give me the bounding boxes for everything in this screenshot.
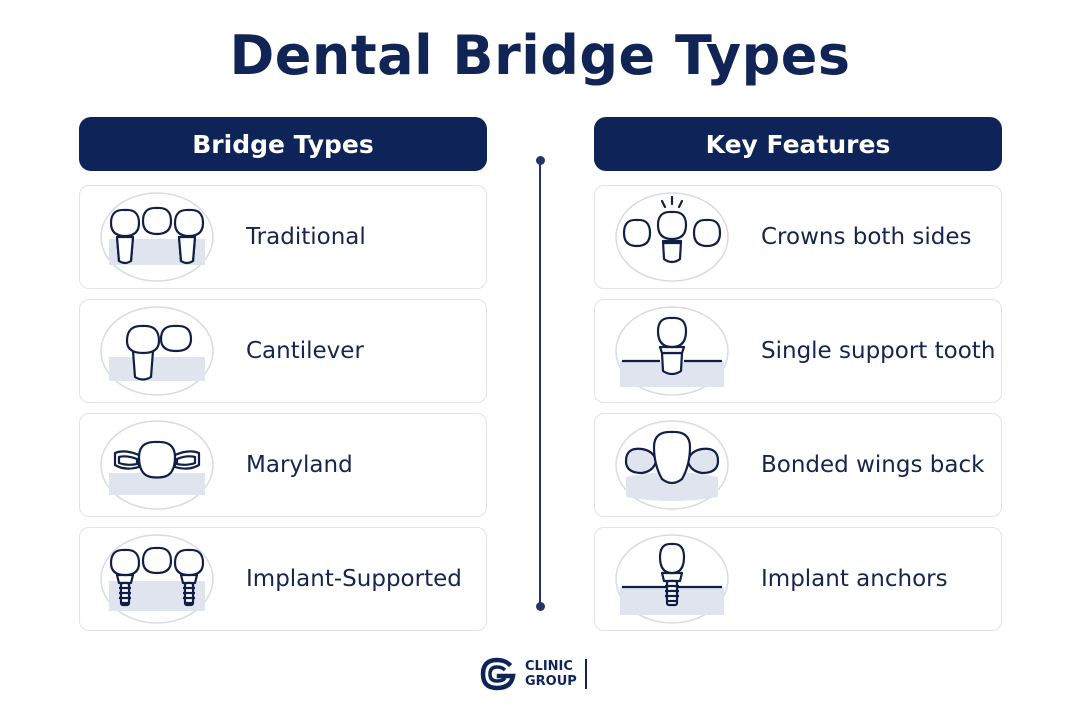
bridge-type-card-cantilever: Cantilever xyxy=(79,299,487,403)
maryland-bridge-icon xyxy=(97,417,217,513)
crowns-both-sides-icon xyxy=(612,189,732,285)
feature-label-single-support-tooth: Single support tooth xyxy=(761,338,996,364)
feature-card-implant-anchors: Implant anchors xyxy=(594,527,1002,631)
feature-label-implant-anchors: Implant anchors xyxy=(761,566,948,592)
bridge-type-card-implant-supported: Implant-Supported xyxy=(79,527,487,631)
divider-dot-bottom xyxy=(535,602,545,611)
bridge-type-label-maryland: Maryland xyxy=(246,452,353,478)
bridge-type-card-traditional: Traditional xyxy=(79,185,487,289)
feature-label-crowns-both-sides: Crowns both sides xyxy=(761,224,972,250)
traditional-bridge-icon xyxy=(97,189,217,285)
key-features-column: Key Features Crowns both sides xyxy=(594,117,1002,631)
clinic-group-logo-icon xyxy=(480,657,516,691)
logo-line-1: CLINIC xyxy=(525,659,573,674)
implant-supported-bridge-icon xyxy=(97,531,217,627)
implant-anchor-icon xyxy=(612,531,732,627)
clinic-group-logo-text: CLINIC GROUP xyxy=(525,659,587,689)
bonded-wings-icon xyxy=(612,417,732,513)
divider-dot-top xyxy=(535,156,545,165)
column-divider xyxy=(535,156,545,611)
bridge-type-label-traditional: Traditional xyxy=(246,224,366,250)
bridge-type-label-implant-supported: Implant-Supported xyxy=(246,566,462,592)
page-title: Dental Bridge Types xyxy=(229,24,851,87)
feature-card-single-support-tooth: Single support tooth xyxy=(594,299,1002,403)
bridge-type-card-maryland: Maryland xyxy=(79,413,487,517)
bridge-types-column: Bridge Types Traditional xyxy=(79,117,487,631)
feature-card-bonded-wings: Bonded wings back xyxy=(594,413,1002,517)
clinic-group-logo: CLINIC GROUP xyxy=(479,656,587,692)
bridge-types-header: Bridge Types xyxy=(79,117,487,171)
key-features-header: Key Features xyxy=(594,117,1002,171)
cantilever-bridge-icon xyxy=(97,303,217,399)
bridge-type-label-cantilever: Cantilever xyxy=(246,338,364,364)
single-support-tooth-icon xyxy=(612,303,732,399)
logo-line-2: GROUP xyxy=(525,674,577,689)
feature-label-bonded-wings: Bonded wings back xyxy=(761,452,985,478)
feature-card-crowns-both-sides: Crowns both sides xyxy=(594,185,1002,289)
